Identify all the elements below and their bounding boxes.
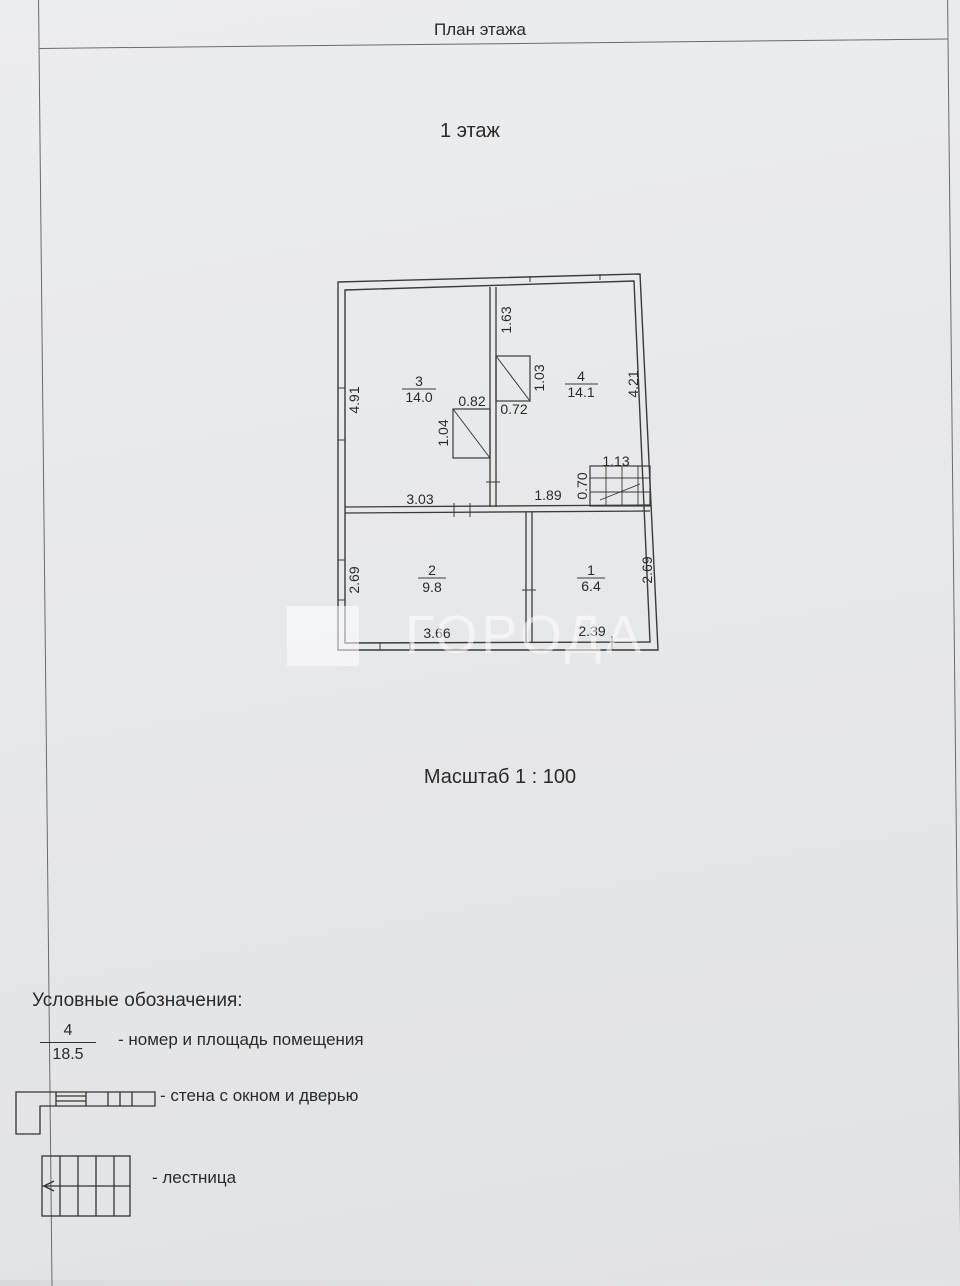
legend-wall-label: - стена с окном и дверью xyxy=(160,1086,359,1105)
dim-room4-height: 4.21 xyxy=(625,370,641,397)
room-1-area: 6.4 xyxy=(581,578,601,594)
dim-room3-width: 3.03 xyxy=(406,491,433,507)
room-3-number: 3 xyxy=(415,373,423,389)
header-title: План этажа xyxy=(434,20,526,39)
legend-sample-number: 4 xyxy=(40,1022,96,1043)
legend-title: Условные обозначения: xyxy=(32,990,243,1011)
room-3-area: 14.0 xyxy=(405,389,432,405)
dim-room2-width: 3.66 xyxy=(423,625,450,641)
legend-stairs-label: - лестница xyxy=(152,1168,237,1187)
dim-closet4-width: 0.72 xyxy=(500,401,527,417)
dim-room1-width: 2.39 xyxy=(578,623,605,639)
legend-wall-symbol xyxy=(15,1091,156,1135)
legend-room-label: - номер и площадь помещения xyxy=(118,1030,364,1049)
legend-stairs-symbol xyxy=(41,1155,131,1217)
dim-room4-top: 1.63 xyxy=(498,306,514,333)
room-4-number: 4 xyxy=(577,368,585,384)
dim-room4-width: 1.89 xyxy=(534,487,561,503)
legend-room-sample: 4 18.5 xyxy=(40,1022,96,1064)
dim-closet3-height: 1.04 xyxy=(435,419,451,446)
dim-closet4-height: 1.03 xyxy=(531,364,547,391)
scale-label: Масштаб 1 : 100 xyxy=(423,766,577,788)
dim-room2-height: 2.69 xyxy=(346,566,362,593)
room-2-area: 9.8 xyxy=(422,579,442,595)
dim-room3-height: 4.91 xyxy=(346,386,362,413)
watermark-text: ГОРОДА xyxy=(405,605,646,665)
room-1-number: 1 xyxy=(587,562,595,578)
dim-closet3-width: 0.82 xyxy=(458,393,485,409)
watermark-logo xyxy=(287,606,359,666)
dim-room1-height: 2.69 xyxy=(639,556,655,583)
room-2-number: 2 xyxy=(428,562,436,578)
floor-title: 1 этаж xyxy=(440,120,500,142)
room-4-area: 14.1 xyxy=(567,384,594,400)
legend-sample-area: 18.5 xyxy=(52,1046,84,1063)
dim-stair-width: 1.13 xyxy=(602,453,629,469)
dim-stair-depth: 0.70 xyxy=(574,472,590,499)
